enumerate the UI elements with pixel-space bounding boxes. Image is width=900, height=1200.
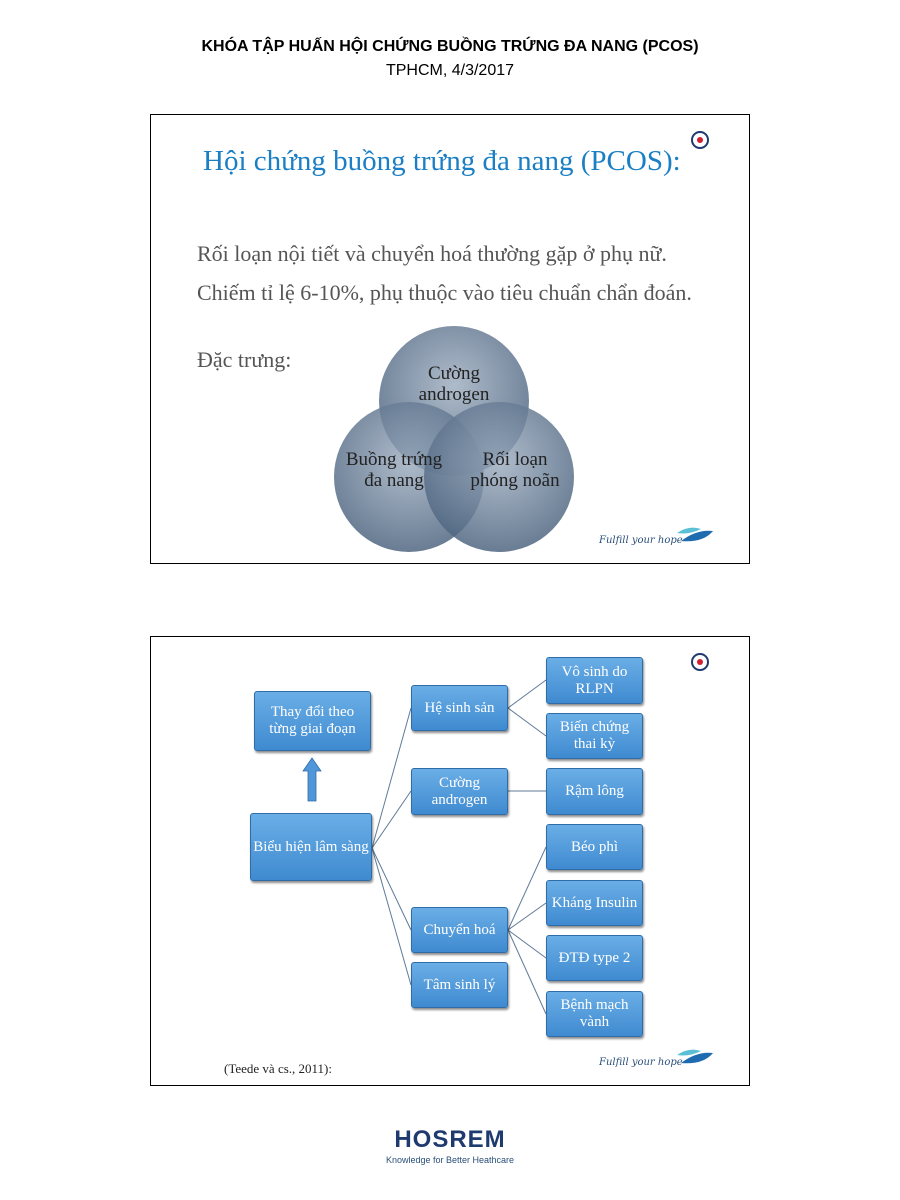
tagline: Fulfill your hope	[599, 1057, 683, 1068]
brand-slogan: Knowledge for Better Heathcare	[385, 1155, 515, 1165]
bullet-2: Chiếm tỉ lệ 6-10%, phụ thuộc vào tiêu ch…	[197, 280, 692, 305]
group-box-psychological: Tâm sinh lý	[411, 962, 508, 1008]
hosrem-logo: HOSREM Knowledge for Better Heathcare	[380, 1126, 520, 1165]
leaf-box-pregnancy: Biến chứng thai kỳ	[546, 713, 643, 759]
slide-1: Hội chứng buồng trứng đa nang (PCOS): Rố…	[150, 114, 750, 564]
bullet-3: Đặc trưng:	[197, 347, 292, 372]
stage-box: Thay đổi theo từng giai đoạn	[254, 691, 371, 751]
connector-lines	[302, 679, 547, 1015]
venn-diagram	[334, 326, 574, 552]
brand-wave-icon	[677, 527, 713, 542]
slide-2: Thay đổi theo từng giai đoạn Biểu hiện l…	[150, 636, 750, 1086]
leaf-box-infertility: Vô sinh do RLPN	[546, 657, 643, 704]
root-box: Biểu hiện lâm sàng	[250, 813, 372, 881]
group-box-androgen: Cường androgen	[411, 768, 508, 815]
group-box-metabolic: Chuyển hoá	[411, 907, 508, 953]
venn-circle-ovulation	[424, 402, 574, 552]
organization-logo-icon	[691, 131, 709, 149]
venn-label-ovary: Buồng trứng đa nang	[345, 449, 443, 491]
slide-title: Hội chứng buồng trứng đa nang (PCOS):	[203, 145, 681, 177]
citation: (Teede và cs., 2011):	[224, 1061, 332, 1076]
up-arrow-icon	[302, 757, 322, 802]
leaf-box-diabetes: ĐTĐ type 2	[546, 935, 643, 981]
bullet-1: Rối loạn nội tiết và chuyển hoá thường g…	[197, 241, 667, 266]
document-subtitle: TPHCM, 4/3/2017	[385, 62, 515, 79]
leaf-box-hirsutism: Rậm lông	[546, 768, 643, 815]
organization-logo-icon	[691, 653, 709, 671]
group-box-reproductive: Hệ sinh sản	[411, 685, 508, 731]
leaf-box-insulin: Kháng Insulin	[546, 880, 643, 926]
venn-label-androgen: Cường androgen	[418, 363, 490, 405]
tagline: Fulfill your hope	[599, 535, 683, 546]
leaf-box-coronary: Bệnh mạch vành	[546, 991, 643, 1037]
brand-wave-icon	[677, 1049, 713, 1064]
leaf-box-obesity: Béo phì	[546, 824, 643, 870]
brand-name: HOSREM	[394, 1126, 506, 1153]
venn-label-ovulation: Rối loạn phóng noãn	[470, 449, 560, 491]
document-title: KHÓA TẬP HUẤN HỘI CHỨNG BUỒNG TRỨNG ĐA N…	[201, 38, 699, 55]
